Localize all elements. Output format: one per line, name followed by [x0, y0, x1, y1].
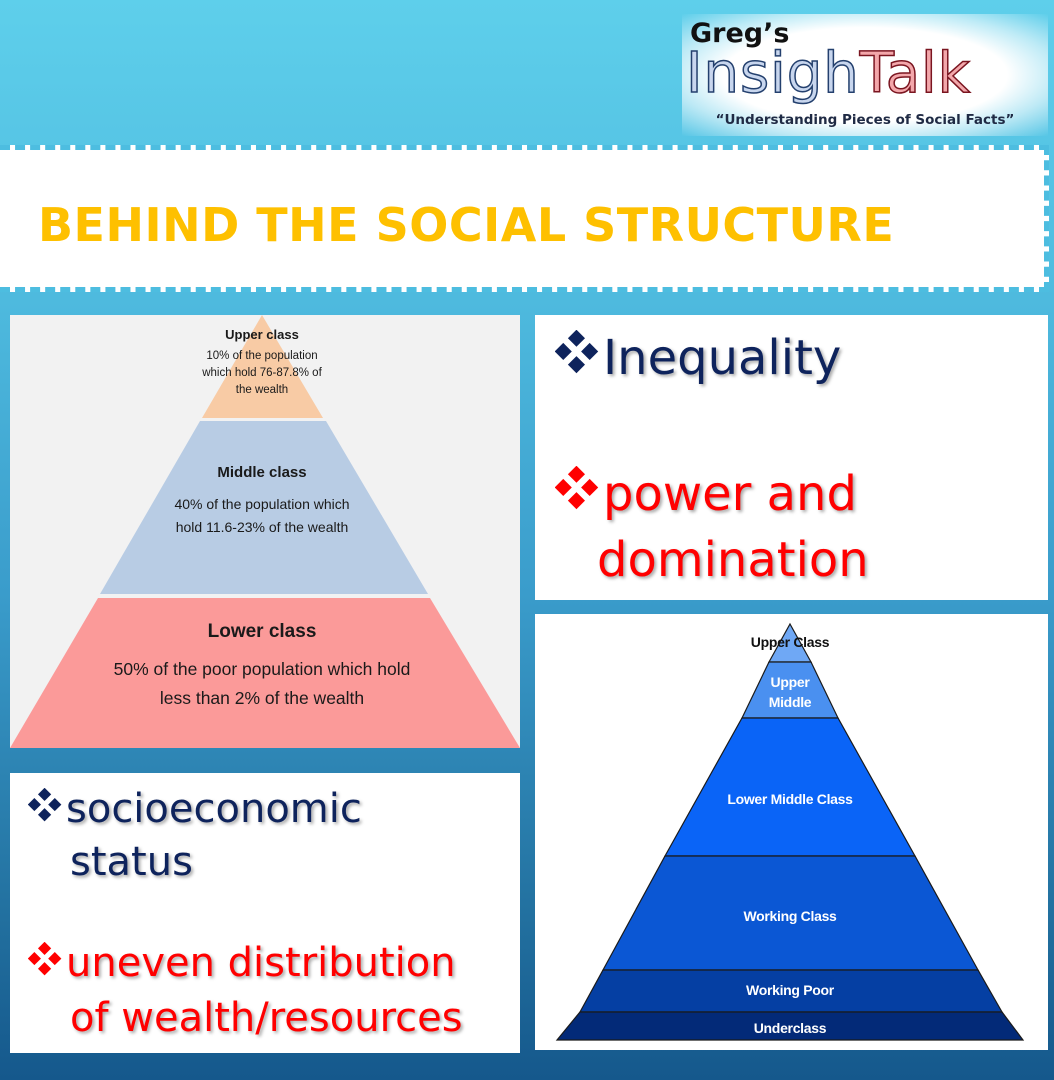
- tier-desc-line: hold 11.6-23% of the wealth: [175, 519, 349, 535]
- class-pyramid-shape: [555, 622, 1025, 1041]
- four-diamond-bullet-icon: [27, 783, 62, 836]
- tier-working-class-label: Working Class: [743, 908, 837, 924]
- tier-desc-line: less than 2% of the wealth: [159, 688, 365, 708]
- tier-upper-class-label: Upper Class: [750, 634, 830, 650]
- logo-tagline: “Understanding Pieces of Social Facts”: [715, 112, 1015, 128]
- tier-underclass-label: Underclass: [753, 1020, 827, 1036]
- logo-brand: InsighTalk: [685, 41, 972, 106]
- tier-name-line: Middle: [768, 694, 812, 710]
- tier-desc-line: which hold 76-87.8% of: [202, 367, 322, 379]
- logo-greg-text: Greg’s: [690, 18, 790, 49]
- bullet-text: domination: [597, 532, 869, 588]
- bullet-text: status: [70, 839, 193, 885]
- tier-upper-middle-label: Upper Middle: [740, 672, 840, 712]
- bullet-power-domination: power and domination: [554, 461, 869, 593]
- logo-brand-talk: Talk: [859, 41, 972, 106]
- bullet-socioeconomic-status: socioeconomic status: [27, 783, 362, 889]
- title-banner: BEHIND THE SOCIAL STRUCTURE: [0, 145, 1049, 292]
- tier-desc-line: 50% of the poor population which hold: [113, 659, 411, 679]
- tier-name-line: Upper: [770, 674, 810, 690]
- bullet-text: of wealth/resources: [70, 995, 463, 1041]
- four-diamond-bullet-icon: [554, 327, 599, 389]
- tier-name: Upper class: [225, 327, 299, 342]
- tier-name: Lower class: [207, 621, 317, 642]
- four-diamond-bullet-icon: [554, 461, 599, 527]
- bullet-text: socioeconomic: [66, 786, 362, 832]
- bullet-inequality: Inequality: [554, 327, 842, 389]
- tier-lower-middle-label: Lower Middle Class: [727, 791, 853, 807]
- class-pyramid-diagram: Upper Class Upper Middle Lower Middle Cl…: [535, 614, 1048, 1050]
- logo-brand-insigh: Insigh: [685, 41, 860, 106]
- four-diamond-bullet-icon: [27, 936, 62, 991]
- logo: Greg’s InsighTalk “Understanding Pieces …: [682, 14, 1048, 136]
- wealth-pyramid-diagram: Upper class 10% of the population which …: [10, 315, 520, 748]
- tier-name: Middle class: [217, 464, 307, 481]
- tier-lower-class: Lower class 50% of the poor population w…: [52, 621, 472, 713]
- bullet-uneven-distribution: uneven distribution of wealth/resources: [27, 936, 463, 1046]
- tier-upper-class: Upper class 10% of the population which …: [182, 327, 342, 399]
- bullet-box-bottom-left: socioeconomic status uneven distribution…: [10, 773, 520, 1053]
- wealth-pyramid-shape: [10, 315, 520, 748]
- bullet-text: Inequality: [603, 330, 842, 386]
- tier-working-poor-label: Working Poor: [746, 982, 834, 998]
- bullet-box-top-right: Inequality power and domination: [535, 315, 1048, 600]
- tier-middle-class: Middle class 40% of the population which…: [122, 464, 402, 539]
- tier-desc-line: 40% of the population which: [174, 496, 350, 512]
- bullet-text: uneven distribution: [66, 940, 456, 986]
- bullet-text: power and: [603, 466, 857, 522]
- page-title: BEHIND THE SOCIAL STRUCTURE: [38, 198, 895, 252]
- tier-desc-line: 10% of the population: [206, 350, 318, 362]
- tier-desc-line: the wealth: [235, 384, 289, 396]
